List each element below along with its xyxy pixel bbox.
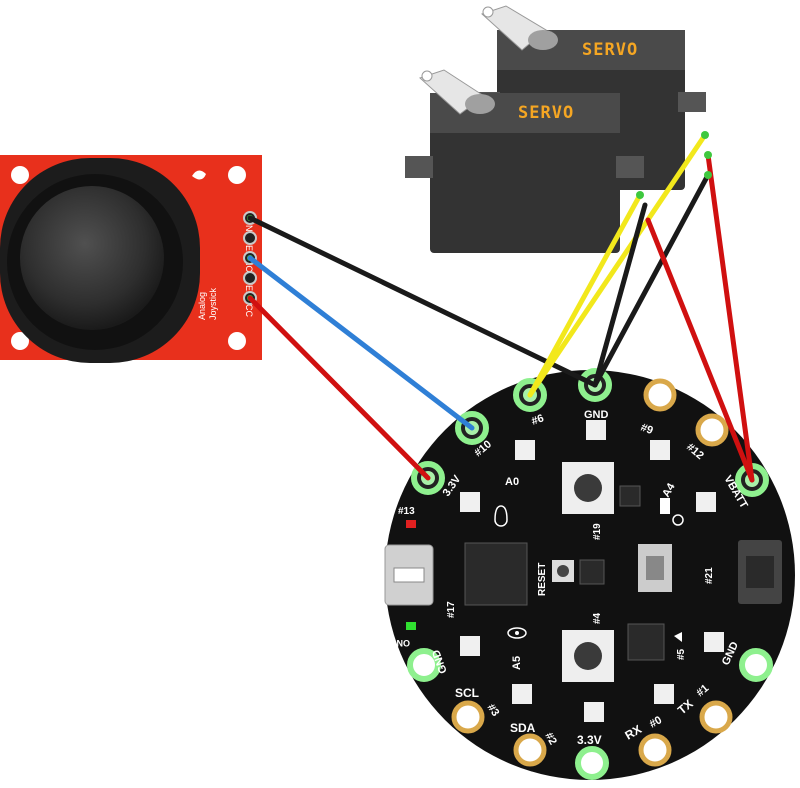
pad-label: GND [584, 409, 609, 421]
speaker [627, 623, 665, 661]
neopixel-led [650, 440, 670, 460]
pad-rx[interactable] [638, 733, 672, 767]
board-label: #21 [704, 567, 715, 584]
wire-yellow-signal [527, 132, 708, 398]
neopixel-led [654, 684, 674, 704]
wire-red-servo-power [645, 217, 755, 483]
joystick-pin-label: VCC [244, 298, 254, 318]
neopixel-led [460, 636, 480, 656]
board-label: #17 [446, 601, 457, 618]
pad-tx[interactable] [699, 700, 733, 734]
joystick-pin-label: VER [244, 279, 254, 298]
music-note-icon [674, 632, 682, 642]
pad-label: SCL [455, 686, 479, 700]
status-led-red [406, 520, 416, 528]
joystick-pin-label: HOR [244, 259, 254, 280]
neopixel-led [704, 632, 724, 652]
pad-scl[interactable] [451, 700, 485, 734]
neopixel-led [515, 440, 535, 460]
pad-gnd-right[interactable] [739, 648, 773, 682]
board-label: #5 [676, 648, 687, 660]
joystick-pin-label: SEL [244, 239, 254, 256]
neopixel-led [512, 684, 532, 704]
wire-black-servo-gnd [592, 202, 648, 388]
pad-label: #0 [648, 714, 665, 731]
joystick-name-line1: Analog [197, 292, 207, 320]
thermometer-icon [494, 505, 508, 527]
pad-label: #6 [530, 412, 546, 427]
wire-blue-hor [247, 255, 475, 431]
pad-gnd-left[interactable] [407, 648, 441, 682]
status-led-green [406, 622, 416, 630]
pad-label: 3.3V [577, 733, 602, 747]
pad-9[interactable] [643, 378, 677, 412]
pad-sda[interactable] [513, 733, 547, 767]
pad-label: #2 [542, 731, 559, 748]
board-label: #19 [592, 523, 603, 540]
wire-red-servo-power [705, 152, 755, 483]
board-label: A0 [505, 476, 519, 488]
joystick-knob[interactable] [20, 186, 164, 330]
wire-black-gnd [247, 215, 598, 388]
light-sensor-icon [660, 498, 670, 514]
neopixel-led [460, 492, 480, 512]
ear-icon [672, 514, 684, 526]
neopixel-led [586, 420, 606, 440]
neopixel-led [584, 702, 604, 722]
joystick-pin-label: GND [244, 218, 254, 239]
sound-sensor-chip [619, 485, 641, 507]
accelerometer-chip [579, 559, 605, 585]
servo-label: SERVO [582, 40, 638, 60]
wires [247, 131, 755, 483]
sparkfun-logo-icon [192, 170, 206, 180]
microcontroller-chip [464, 542, 528, 606]
board-label: A5 [511, 656, 523, 670]
board-label: ON [397, 638, 411, 648]
pad-label: #3 [485, 702, 502, 719]
joystick-module: GND SEL HOR VER VCC Analog Joystick [0, 155, 262, 363]
joystick-pin-ver[interactable] [243, 271, 257, 285]
pad-label: #9 [639, 422, 655, 437]
circuit-playground-board: #6 GND #9 #10 #12 3.3V VBATT GND GND SCL… [384, 368, 795, 780]
board-label: #13 [398, 506, 415, 517]
board-label: #4 [592, 612, 603, 624]
joystick-pin-sel[interactable] [243, 231, 257, 245]
neopixels [460, 420, 724, 722]
servo-label: SERVO [518, 103, 574, 123]
pad-12[interactable] [695, 413, 729, 447]
wire-red-vcc [247, 295, 431, 481]
eye-icon [507, 627, 527, 639]
servo-front: SERVO [405, 69, 644, 253]
pad-3v3-bottom[interactable] [575, 746, 609, 780]
neopixel-led [696, 492, 716, 512]
joystick-name-line2: Joystick [208, 287, 218, 320]
board-label: RESET [537, 563, 548, 596]
pad-label: SDA [510, 721, 536, 735]
wire-black-servo-gnd [592, 172, 711, 388]
wire-yellow-signal [527, 192, 643, 398]
